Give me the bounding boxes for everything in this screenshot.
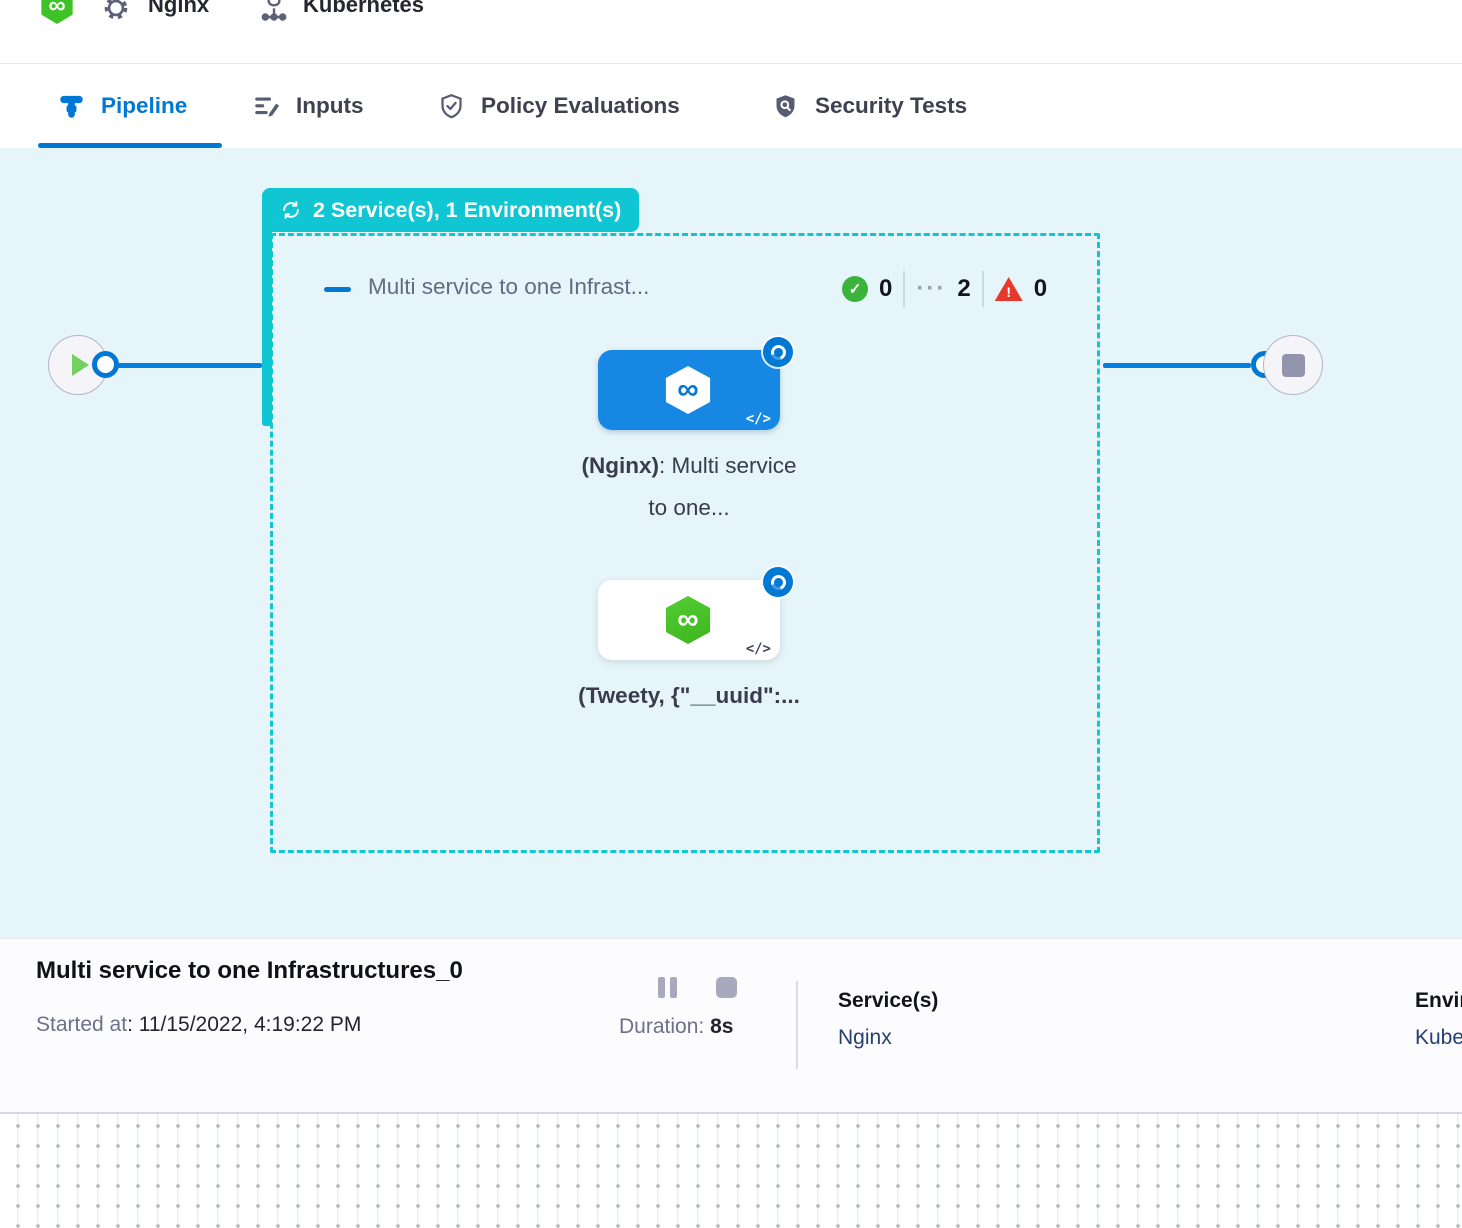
harness-stage-icon: ∞: [665, 596, 711, 644]
duration-label: Duration:: [619, 1015, 705, 1038]
check-glyph: ✓: [848, 281, 862, 298]
connector-line-left: [117, 363, 262, 368]
collapse-group-button[interactable]: [324, 287, 351, 292]
counter-divider: [903, 271, 906, 307]
started-at-label: Started at: [36, 1013, 128, 1036]
active-tab-underline: [38, 143, 222, 148]
code-icon: </>: [745, 641, 771, 657]
shield-search-icon: [776, 94, 795, 117]
tab-policy-evaluations-label: Policy Evaluations: [481, 93, 680, 118]
inputs-icon: [255, 97, 280, 117]
services-label: Service(s): [838, 989, 939, 1012]
success-count: 0: [879, 275, 893, 302]
sync-icon: [283, 201, 299, 219]
running-count: 2: [957, 275, 971, 302]
breadcrumb-service[interactable]: Nginx: [148, 0, 210, 17]
pipeline-canvas: 2 Service(s), 1 Environment(s) Multi ser…: [0, 148, 1462, 938]
tab-pipeline-label: Pipeline: [101, 93, 188, 118]
breadcrumb-environment[interactable]: Kubernetes: [303, 0, 425, 17]
stage-label-tweety: (Tweety, {"__uuid":...: [577, 675, 801, 717]
infinity-glyph: ∞: [677, 603, 699, 636]
tab-inputs-label: Inputs: [296, 93, 364, 118]
environments-link[interactable]: Kubernetes: [1415, 1026, 1462, 1049]
harness-logo-icon: ∞: [41, 0, 73, 24]
breadcrumb-header: ∞ Nginx Kubernetes: [0, 0, 1462, 63]
end-node: [1263, 335, 1323, 395]
harness-stage-icon: ∞: [665, 366, 711, 414]
services-environments-label: 2 Service(s), 1 Environment(s): [313, 197, 622, 222]
failed-count: 0: [1033, 275, 1048, 302]
stage-card-tweety[interactable]: ∞ </>: [598, 567, 793, 660]
stop-icon: [716, 977, 737, 998]
infinity-glyph: ∞: [677, 373, 699, 406]
pause-icon: [658, 977, 665, 998]
tab-inputs[interactable]: Inputs: [253, 64, 364, 148]
start-connector-port: [92, 351, 119, 378]
success-icon: ✓: [842, 276, 868, 302]
footer-divider: [796, 981, 798, 1069]
started-at: Started at: 11/15/2022, 4:19:22 PM: [36, 1013, 361, 1037]
stage-group-box: [270, 233, 1100, 853]
pipeline-icon: [60, 95, 83, 118]
stage-label-nginx: (Nginx): Multi service to one...: [577, 445, 801, 529]
stage-name-bold: (Tweety, {"__uuid":...: [578, 683, 800, 708]
stage-status-counters: ✓ 0 ··· 2 ! 0: [842, 270, 1047, 308]
tab-bar: Pipeline Inputs Policy Evaluations: [0, 63, 1462, 148]
exclamation-glyph: !: [1006, 284, 1012, 300]
started-at-value: : 11/15/2022, 4:19:22 PM: [127, 1013, 362, 1036]
pause-button[interactable]: [658, 977, 677, 998]
running-icon: ···: [916, 275, 947, 302]
pause-icon: [670, 977, 677, 998]
play-icon: [72, 354, 89, 376]
stage-name-rest: : Multi service to one...: [648, 453, 797, 520]
environments-label: Environment(s): [1415, 989, 1462, 1012]
tab-policy-evaluations[interactable]: Policy Evaluations: [438, 64, 680, 148]
connector-line-right: [1103, 363, 1251, 368]
counter-divider: [981, 271, 984, 307]
services-environments-badge[interactable]: 2 Service(s), 1 Environment(s): [262, 188, 640, 232]
start-node: [48, 335, 108, 395]
shield-check-icon: [441, 93, 462, 118]
abort-button[interactable]: [716, 977, 737, 998]
gear-icon: [104, 0, 128, 20]
code-icon: </>: [745, 411, 771, 427]
duration-value: 8s: [710, 1015, 734, 1038]
duration: Duration: 8s: [619, 1015, 733, 1039]
stage-group-title: Multi service to one Infrast...: [368, 274, 650, 299]
stage-running-indicator[interactable]: [763, 337, 793, 367]
stage-name-bold: (Nginx): [581, 453, 659, 478]
stage-card-nginx[interactable]: ∞ </>: [598, 337, 793, 430]
infinity-glyph: ∞: [48, 0, 66, 19]
stop-icon: [1281, 353, 1305, 377]
failed-icon: !: [994, 277, 1023, 301]
tab-security-tests-label: Security Tests: [815, 93, 968, 118]
kubernetes-icon: [261, 0, 287, 21]
services-link[interactable]: Nginx: [838, 1026, 892, 1049]
stage-running-indicator[interactable]: [763, 567, 793, 597]
execution-title: Multi service to one Infrastructures_0: [36, 957, 463, 984]
execution-summary-bar: Multi service to one Infrastructures_0 S…: [0, 938, 1462, 1112]
stage-group-left-strip: [262, 230, 272, 426]
tab-security-tests[interactable]: Security Tests: [772, 64, 967, 148]
tab-pipeline[interactable]: Pipeline: [58, 64, 187, 148]
dotted-grid-area: [0, 1112, 1462, 1228]
